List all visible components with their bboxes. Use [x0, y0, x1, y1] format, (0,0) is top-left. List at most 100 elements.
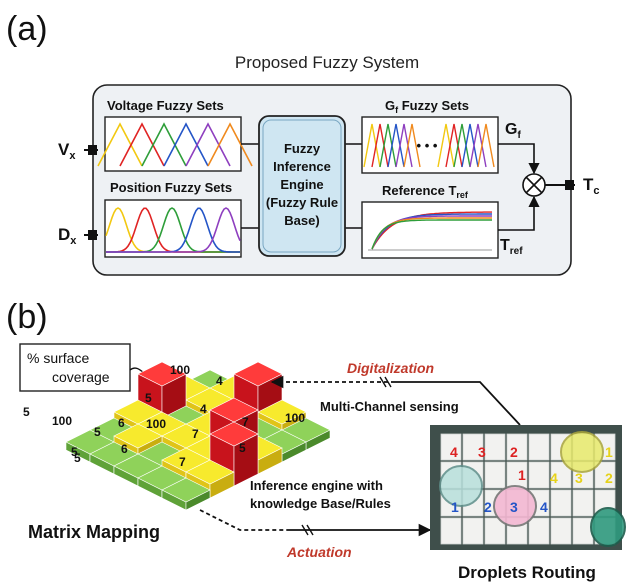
- gf-mf-curve: [403, 123, 421, 168]
- electrode-number: 3: [575, 470, 583, 486]
- tref-output-label: Tref: [500, 237, 523, 257]
- inference-line-2: knowledge Base/Rules: [250, 496, 391, 511]
- tile-number: 100: [146, 417, 166, 431]
- tile-number: 100: [170, 363, 190, 377]
- reference-curve: [371, 211, 492, 250]
- digitalization-line: [395, 381, 521, 426]
- tile-number: 5: [145, 391, 152, 405]
- electrode-cell: [572, 489, 594, 517]
- inference-engine-box: [258, 115, 346, 257]
- tc-output-label: Tc: [583, 175, 600, 197]
- droplet-yellow: [560, 431, 604, 473]
- voltage-membership-functions: [97, 122, 253, 167]
- gf-mf-curve: [461, 123, 479, 168]
- tref-to-multiplier-arrow: [498, 195, 540, 231]
- gf-output-label: Gf: [505, 121, 521, 141]
- panel-a-label: (a): [6, 10, 48, 48]
- electrode-number: 2: [484, 499, 492, 515]
- droplets-routing-label: Droplets Routing: [458, 563, 596, 582]
- multichannel-label: Multi-Channel sensing: [320, 399, 459, 414]
- voltage-mf-curve: [163, 122, 209, 167]
- inference-line-1: Inference engine with: [250, 478, 383, 493]
- reference-title: Reference Tref: [382, 183, 469, 200]
- electrode-number: 1: [451, 499, 459, 515]
- position-mf-curve: [106, 207, 241, 253]
- tile-number: 5: [74, 451, 81, 465]
- electrode-cell: [550, 489, 572, 517]
- electrode-cell: [440, 433, 462, 461]
- voltage-mf-curve: [207, 122, 253, 167]
- electrode-number: 4: [450, 444, 458, 460]
- tile-top-face: [233, 361, 283, 387]
- tc-output-port: [565, 180, 574, 190]
- gf-mf-curve: [395, 123, 413, 168]
- tile-number: 4: [200, 402, 207, 416]
- callout-line-2: coverage: [52, 369, 110, 385]
- electrode-cell: [572, 517, 594, 545]
- gf-mf-curve: [387, 123, 405, 168]
- matrix-mapping-label: Matrix Mapping: [28, 522, 160, 542]
- voltage-input-label: Vx: [58, 140, 76, 162]
- electrode-number: 1: [605, 444, 613, 460]
- tile-number: 5: [71, 445, 78, 459]
- gf-mf-curve: [379, 123, 397, 168]
- droplet-green: [590, 507, 626, 547]
- engine-line-1: Fuzzy: [284, 141, 321, 156]
- electrode-cell: [550, 461, 572, 489]
- position-input-label: Dx: [58, 225, 77, 247]
- digitalization-label: Digitalization: [347, 360, 434, 376]
- tile-top-face: [209, 421, 259, 447]
- surface-coverage-callout: [19, 343, 131, 392]
- engine-line-3: Engine: [280, 177, 323, 192]
- digitalization-break-mark: [379, 376, 392, 388]
- droplet-teal: [439, 465, 483, 507]
- tile-number: 6: [118, 416, 125, 430]
- tile-number: 7: [179, 455, 186, 469]
- gf-mf-curve: [477, 123, 495, 168]
- electrode-cell: [594, 461, 616, 489]
- tile-number: 5: [23, 405, 30, 419]
- tile-number: 5: [239, 441, 246, 455]
- tile-number: 6: [121, 442, 128, 456]
- electrode-cell: [484, 461, 506, 489]
- electrode-cell: [528, 433, 550, 461]
- position-membership-functions: [105, 207, 241, 253]
- inference-engine-inner: [262, 119, 342, 253]
- tile-number: 7: [192, 427, 199, 441]
- panel-b-label: (b): [6, 298, 48, 336]
- electrode-cell: [484, 433, 506, 461]
- multiplier-cross-b: [525, 176, 543, 194]
- electrode-cell: [550, 517, 572, 545]
- electrode-cell: [528, 517, 550, 545]
- engine-line-5: Base): [284, 213, 319, 228]
- tile-top-face: [113, 423, 163, 449]
- position-sets-title: Position Fuzzy Sets: [110, 180, 232, 195]
- reference-curve: [371, 219, 492, 250]
- voltage-mf-curve: [97, 122, 143, 167]
- actuation-dashed-line: [199, 509, 290, 531]
- droplet-pink: [493, 485, 537, 527]
- actuation-label: Actuation: [286, 544, 352, 560]
- electrode-number: 3: [478, 444, 486, 460]
- electrode-number: 1: [518, 467, 526, 483]
- electrode-number: 4: [540, 499, 548, 515]
- voltage-sets-title: Voltage Fuzzy Sets: [107, 98, 224, 113]
- actuation-break-mark: [301, 524, 314, 536]
- callout-line-1: % surface: [27, 350, 89, 366]
- electrode-cell: [528, 461, 550, 489]
- voltage-mf-curve: [119, 122, 165, 167]
- electrode-number: 3: [510, 499, 518, 515]
- voltage-input-port: [88, 145, 97, 155]
- electrode-cell: [506, 433, 528, 461]
- electrode-number: 4: [550, 470, 558, 486]
- electrode-cell: [462, 433, 484, 461]
- tile-number: 100: [52, 414, 72, 428]
- gf-mf-curve: [363, 123, 381, 168]
- gf-to-multiplier-arrow: [498, 143, 540, 175]
- gf-membership-functions: [363, 123, 495, 168]
- tile-top-face: [137, 361, 187, 387]
- gf-mf-curve: [437, 123, 455, 168]
